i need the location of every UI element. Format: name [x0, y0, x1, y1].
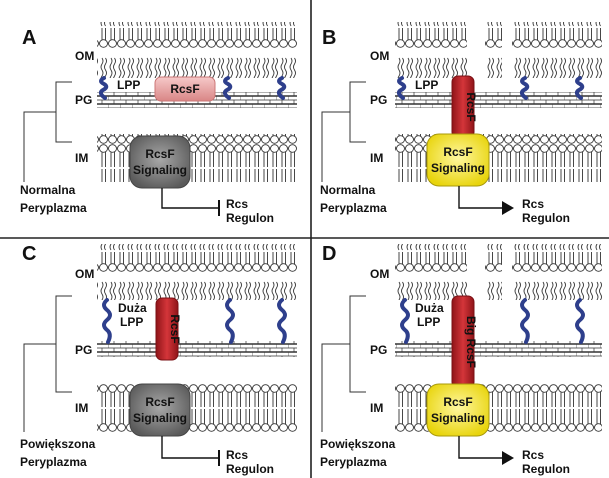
lpp-icon: [520, 298, 530, 344]
lpp-icon: [222, 76, 233, 100]
rcsf-label: RcsF: [168, 314, 182, 343]
signaling-line-2: Signaling: [431, 411, 485, 425]
pg-label: PG: [75, 343, 92, 357]
lpp-icon: [277, 298, 287, 344]
lpp-icon: [575, 298, 585, 344]
pg-label: PG: [370, 93, 387, 107]
lpp-icon: [102, 298, 112, 344]
inner-membrane: [97, 134, 297, 182]
outer-membrane: [512, 22, 602, 78]
inhibition-line: [161, 188, 218, 209]
regulon-line-1: Rcs: [226, 448, 248, 462]
activation-line: [458, 436, 502, 459]
im-label: IM: [75, 151, 88, 165]
lpp-icon: [98, 76, 109, 100]
regulon-line-2: Regulon: [522, 211, 570, 225]
rcsf-protein: [155, 297, 179, 361]
panel-d: D OM PG IM Duża LPP Big RcsF RcsF Signal…: [320, 243, 602, 476]
lpp-label-1: Duża: [118, 301, 147, 315]
signaling-line-1: RcsF: [145, 395, 174, 409]
im-label: IM: [370, 151, 383, 165]
periplasm-caption-1: Powiększona: [20, 437, 96, 451]
periplasm-caption-1: Powiększona: [320, 437, 396, 451]
lpp-icon: [276, 76, 287, 100]
panel-a: A OM PG IM LPP RcsF RcsF Signaling Rcs R…: [20, 22, 297, 225]
activation-arrowhead: [502, 451, 514, 465]
lpp-icon: [400, 298, 410, 344]
panel-c: C OM PG IM Duża LPP RcsF RcsF Signaling …: [20, 243, 297, 476]
rcsf-signaling-box: [129, 135, 191, 189]
im-label: IM: [75, 401, 88, 415]
lpp-label-2: LPP: [417, 315, 440, 329]
activation-line: [458, 186, 502, 209]
panel-letter: B: [322, 27, 336, 49]
panel-letter: D: [322, 243, 336, 265]
periplasm-bracket: [321, 81, 366, 182]
lpp-icon: [519, 76, 530, 100]
rcsf-signaling-box: [426, 383, 490, 437]
peptidoglycan-layer: [395, 341, 602, 357]
signaling-line-2: Signaling: [133, 163, 187, 177]
inner-membrane: [395, 384, 602, 432]
rcsf-protein: [154, 76, 216, 102]
periplasm-caption-1: Normalna: [320, 183, 376, 197]
outer-membrane: [97, 22, 297, 78]
periplasm-caption-1: Normalna: [20, 183, 76, 197]
lpp-icon: [396, 76, 407, 100]
rcsf-label: RcsF: [464, 92, 478, 121]
outer-membrane: [485, 244, 502, 300]
rcsf-signaling-box: [129, 383, 191, 437]
regulon-line-1: Rcs: [226, 197, 248, 211]
outer-membrane: [512, 244, 602, 300]
regulon-line-1: Rcs: [522, 197, 544, 211]
signaling-line-1: RcsF: [145, 147, 174, 161]
lpp-icon: [574, 76, 585, 100]
outer-membrane: [395, 22, 467, 78]
outer-membrane: [395, 244, 467, 300]
lpp-label-1: Duża: [415, 301, 444, 315]
panel-letter: C: [22, 243, 36, 265]
om-label: OM: [370, 267, 389, 281]
regulon-line-2: Regulon: [522, 462, 570, 476]
outer-membrane: [97, 244, 297, 300]
lpp-label: LPP: [415, 78, 438, 92]
om-label: OM: [370, 49, 389, 63]
periplasm-bracket: [23, 295, 72, 432]
periplasm-caption-2: Peryplazma: [20, 455, 87, 469]
rcsf-label: RcsF: [170, 82, 199, 96]
activation-arrowhead: [502, 201, 514, 215]
inner-membrane: [97, 384, 297, 432]
lpp-icon: [225, 298, 235, 344]
regulon-line-2: Regulon: [226, 211, 274, 225]
periplasm-bracket: [23, 81, 72, 182]
panel-letter: A: [22, 27, 36, 49]
signaling-line-2: Signaling: [133, 411, 187, 425]
inner-membrane: [395, 134, 602, 182]
inhibition-line: [161, 436, 218, 459]
peptidoglycan-layer: [97, 341, 297, 357]
signaling-line-1: RcsF: [443, 145, 472, 159]
im-label: IM: [370, 401, 383, 415]
panel-b: B OM PG IM LPP RcsF RcsF Signaling Rcs R…: [320, 22, 602, 225]
periplasm-caption-2: Peryplazma: [320, 455, 387, 469]
regulon-line-1: Rcs: [522, 448, 544, 462]
signaling-line-1: RcsF: [443, 395, 472, 409]
peptidoglycan-layer: [395, 92, 602, 108]
om-label: OM: [75, 49, 94, 63]
om-label: OM: [75, 267, 94, 281]
pg-label: PG: [370, 343, 387, 357]
signaling-line-2: Signaling: [431, 161, 485, 175]
lpp-label: LPP: [117, 78, 140, 92]
periplasm-caption-2: Peryplazma: [320, 201, 387, 215]
periplasm-caption-2: Peryplazma: [20, 201, 87, 215]
regulon-line-2: Regulon: [226, 462, 274, 476]
periplasm-bracket: [321, 295, 366, 432]
lpp-label-2: LPP: [120, 315, 143, 329]
outer-membrane: [485, 22, 502, 78]
rcsf-signaling-box: [426, 133, 490, 187]
rcsf-label: Big RcsF: [464, 316, 478, 368]
pg-label: PG: [75, 93, 92, 107]
